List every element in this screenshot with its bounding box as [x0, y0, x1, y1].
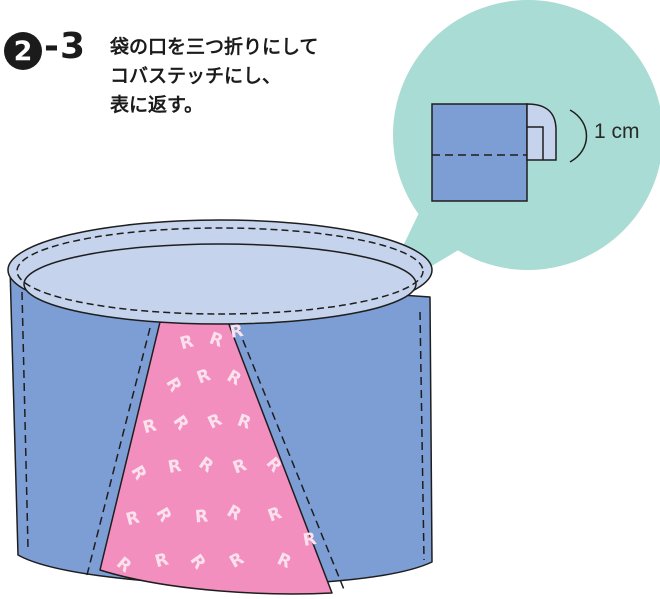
step-substep: -3 [44, 26, 86, 67]
motif-letter: R [265, 503, 284, 526]
instruction-line: 表に返す。 [110, 94, 204, 116]
motif-letter: R [207, 328, 226, 351]
motif-letter: R [194, 506, 209, 527]
instruction-line: 袋の口を三つ折りにして [110, 36, 319, 58]
step-header: 2 -3 袋の口を三つ折りにして コバステッチにし、 表に返す。 [4, 26, 404, 142]
instruction-line: コバステッチにし、 [110, 65, 282, 87]
motif-letter: R [194, 365, 213, 388]
step-number-badge: 2 [4, 32, 42, 70]
motif-letter: R [230, 455, 249, 478]
bag-body [7, 219, 433, 595]
motif-letter: R [229, 321, 245, 343]
motif-letter: R [124, 507, 142, 530]
motif-letter: R [178, 331, 196, 354]
motif-letter: R [153, 549, 171, 572]
motif-letter: R [141, 415, 159, 438]
step-number: 2 [13, 35, 33, 67]
motif-letter: R [302, 529, 318, 551]
hem-measurement-label: 1 cm [594, 120, 640, 143]
motif-letter: R [235, 410, 254, 433]
step-instructions: 袋の口を三つ折りにして コバステッチにし、 表に返す。 [110, 33, 318, 120]
motif-letter: R [167, 456, 183, 478]
hem-detail [431, 103, 588, 202]
